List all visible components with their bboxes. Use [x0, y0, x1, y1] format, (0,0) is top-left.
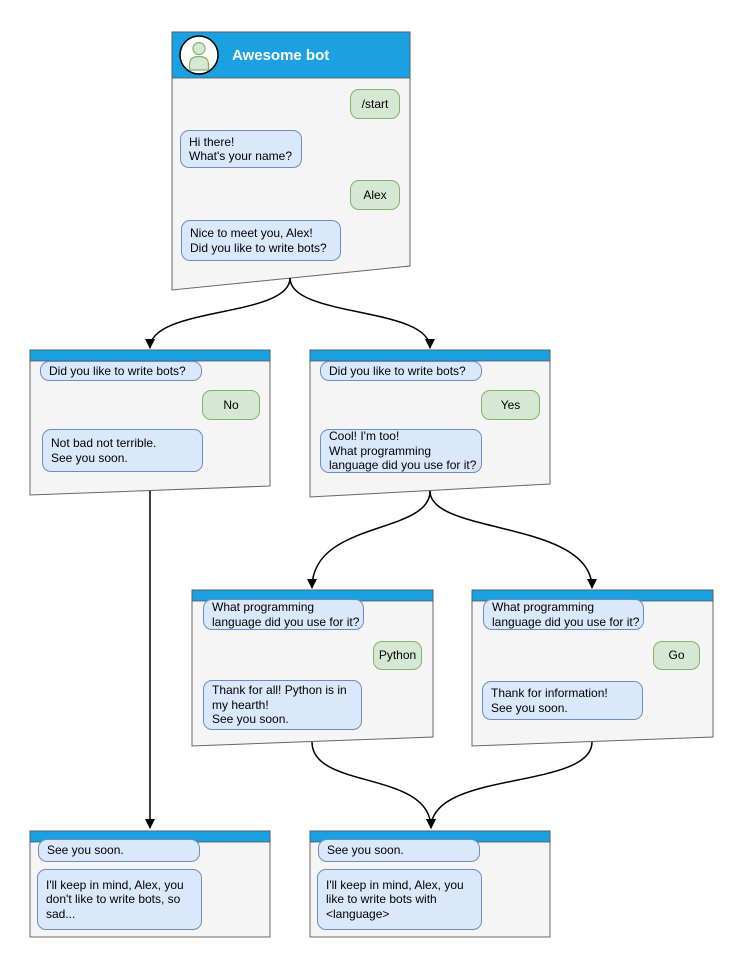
bot-message-bubble: Did you like to write bots? [320, 361, 482, 381]
connector-python-to-end [311, 741, 436, 829]
bot-message-bubble: Thank for all! Python is in my hearth! S… [203, 680, 362, 730]
user-message-bubble: Yes [481, 390, 540, 420]
bot-message-bubble: Not bad not terrible. See you soon. [42, 429, 203, 472]
connector-go-to-end [426, 741, 593, 829]
bot-message-bubble: See you soon. [38, 839, 200, 862]
chat-window-title: Awesome bot [232, 47, 330, 64]
connectors [145, 277, 597, 829]
connector-yes-to-go [429, 490, 597, 589]
user-message-bubble: No [202, 390, 260, 420]
user-message-bubble: /start [350, 89, 400, 119]
connector-root-to-no [145, 277, 291, 349]
bot-message-bubble: What programming language did you use fo… [483, 599, 644, 630]
bot-message-bubble: Cool! I'm too! What programming language… [320, 429, 482, 473]
connector-root-to-yes [289, 277, 435, 349]
bot-message-bubble: Hi there! What's your name? [180, 130, 302, 168]
user-message-bubble: Python [373, 641, 422, 670]
bot-message-bubble: Nice to meet you, Alex! Did you like to … [181, 220, 341, 261]
connector-yes-to-python [307, 490, 431, 589]
bot-message-bubble: What programming language did you use fo… [203, 599, 364, 630]
bot-message-bubble: Thank for information! See you soon. [482, 681, 643, 720]
user-message-bubble: Alex [350, 180, 400, 210]
user-message-bubble: Go [653, 641, 700, 670]
bot-message-bubble: See you soon. [318, 839, 480, 862]
bot-message-bubble: I'll keep in mind, Alex, you don't like … [37, 869, 202, 930]
bot-message-bubble: Did you like to write bots? [40, 361, 202, 381]
bot-message-bubble: I'll keep in mind, Alex, you like to wri… [317, 869, 482, 930]
bot-avatar-icon [179, 35, 219, 75]
